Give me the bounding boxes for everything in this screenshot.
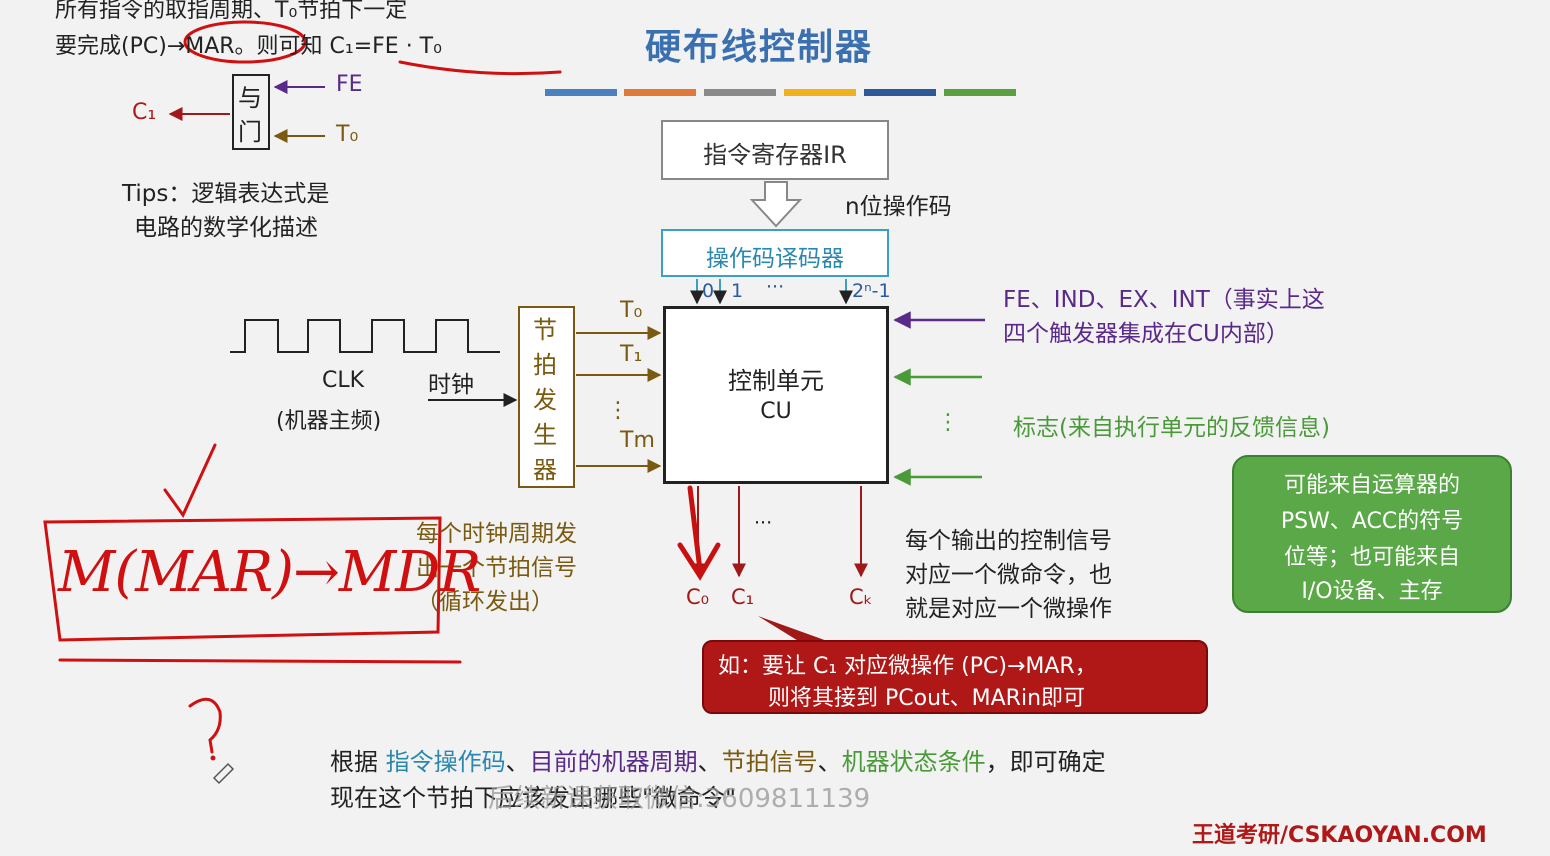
output-dots: ··· bbox=[754, 512, 773, 534]
top-note-line2: 要完成(PC)→MAR。则可知 C₁=FE · T₀ bbox=[55, 34, 442, 59]
check-mark bbox=[163, 443, 217, 518]
watermark-text: 后续新课获取微信:3609811139 bbox=[488, 784, 871, 814]
summary-line1: 根据 指令操作码、目前的机器周期、节拍信号、机器状态条件，即可确定 bbox=[330, 742, 1106, 777]
flipflop-line1: FE、IND、EX、INT（事实上这 bbox=[1003, 287, 1325, 313]
decoder-out-dots: ··· bbox=[766, 276, 785, 298]
callout-line1: 可能来自运算器的 bbox=[1283, 473, 1460, 498]
signal-note-line2: 对应一个微命令，也 bbox=[905, 562, 1112, 588]
decoder-box-label: 操作码译码器 bbox=[706, 246, 844, 272]
decoder-box: 操作码译码器 bbox=[661, 229, 889, 277]
tm-beat-label: Tm bbox=[620, 428, 655, 453]
beat-gen-char-5: 器 bbox=[533, 456, 557, 484]
ir-box-label: 指令寄存器IR bbox=[703, 141, 847, 169]
beat-vdots: ⋮ bbox=[607, 398, 629, 423]
stripe-yellow bbox=[784, 89, 856, 96]
stripe-gray bbox=[704, 89, 776, 96]
and-gate-label-top: 与 bbox=[238, 84, 262, 112]
fe-input-label: FE bbox=[336, 72, 363, 97]
clk-label: CLK bbox=[322, 368, 365, 393]
signal-note-line3: 就是对应一个微操作 bbox=[905, 596, 1112, 622]
tips-line1: Tips：逻辑表达式是 bbox=[122, 181, 330, 207]
question-dot bbox=[210, 755, 216, 761]
handwritten-formula: M(MAR)→MDR bbox=[58, 540, 481, 605]
beat-note-line1: 每个时钟周期发 bbox=[416, 521, 577, 547]
beat-gen-char-3: 发 bbox=[533, 386, 557, 414]
ir-box: 指令寄存器IR bbox=[661, 120, 889, 180]
stripe-blue bbox=[545, 89, 617, 96]
example-line2: 则将其接到 PCout、MARin即可 bbox=[768, 686, 1086, 711]
beat-note-line3: （循环发出） bbox=[416, 589, 554, 615]
formula-box-mark bbox=[43, 516, 442, 642]
summary-text-1: 根据 bbox=[330, 748, 386, 776]
ck-output-label: Cₖ bbox=[849, 585, 873, 609]
underline-mark bbox=[398, 60, 562, 76]
stripe-orange bbox=[624, 89, 696, 96]
opcode-hollow-arrow bbox=[749, 181, 803, 228]
stripe-green bbox=[944, 89, 1016, 96]
stripe-navy bbox=[864, 89, 936, 96]
and-gate-label-bottom: 门 bbox=[238, 118, 262, 146]
handwriting-marks bbox=[43, 20, 721, 664]
summary-sep-1: 、 bbox=[505, 748, 530, 776]
keyword-machine-cycle: 目前的机器周期 bbox=[529, 748, 698, 776]
top-note-line1: 所有指令的取指周期、T₀节拍下一定 bbox=[55, 0, 408, 23]
callout-line3: 位等；也可能来自 bbox=[1283, 545, 1460, 570]
title-stripes bbox=[545, 89, 1016, 96]
cu-label-line2: CU bbox=[760, 399, 792, 424]
summary-line2: 现在这个节拍下应该发出哪些"微命令" bbox=[330, 784, 737, 812]
flag-label: 标志(来自执行单元的反馈信息) bbox=[1013, 415, 1330, 441]
beat-generator-box: 节 拍 发 生 器 bbox=[518, 306, 575, 488]
beat-note-line2: 出一个节拍信号 bbox=[416, 555, 577, 581]
decoder-out-n-label: 2ⁿ-1 bbox=[852, 280, 891, 302]
c0-emphasis-mark bbox=[677, 485, 721, 581]
decoder-out-0-label: 0 bbox=[702, 280, 715, 302]
signal-note-line1: 每个输出的控制信号 bbox=[905, 528, 1112, 554]
callout-line4: I/O设备、主存 bbox=[1301, 579, 1443, 604]
flag-source-callout: 可能来自运算器的 PSW、ACC的符号 位等；也可能来自 I/O设备、主存 bbox=[1232, 455, 1512, 613]
summary-text-2: ，即可确定 bbox=[985, 748, 1106, 776]
clk-waveform bbox=[230, 319, 500, 353]
decoder-out-1-label: 1 bbox=[731, 280, 744, 302]
page-title: 硬布线控制器 bbox=[645, 27, 874, 68]
beat-gen-char-4: 生 bbox=[533, 421, 557, 449]
callout-pointer bbox=[758, 616, 830, 642]
and-gate: 与 门 bbox=[232, 74, 270, 150]
question-mark bbox=[188, 697, 222, 754]
brand-footer: 王道考研/CSKAOYAN.COM bbox=[1192, 823, 1487, 848]
keyword-beat-signal: 节拍信号 bbox=[721, 748, 818, 776]
clock-label: 时钟 bbox=[428, 372, 474, 398]
flipflop-line2: 四个触发器集成在CU内部） bbox=[1003, 321, 1289, 347]
summary-sep-2: 、 bbox=[697, 748, 722, 776]
handwritten-question: ? bbox=[196, 694, 197, 695]
flag-vdots: ⋮ bbox=[937, 410, 959, 435]
tips-line2: 电路的数学化描述 bbox=[134, 215, 318, 241]
circle-mark bbox=[183, 20, 307, 64]
opcode-label: n位操作码 bbox=[845, 194, 952, 220]
callout-line2: PSW、ACC的符号 bbox=[1280, 509, 1464, 534]
t1-beat-label: T₁ bbox=[620, 342, 643, 367]
formula-underline-mark bbox=[58, 658, 462, 664]
keyword-machine-state: 机器状态条件 bbox=[841, 748, 986, 776]
c0-output-label: C₀ bbox=[686, 585, 710, 609]
summary-sep-3: 、 bbox=[817, 748, 842, 776]
clk-sublabel: (机器主频) bbox=[276, 409, 382, 434]
beat-gen-char-1: 节 bbox=[533, 316, 557, 344]
example-callout: 如：要让 C₁ 对应微操作 (PC)→MAR， 则将其接到 PCout、MARi… bbox=[702, 640, 1208, 714]
c1-output-signal-label: C₁ bbox=[731, 585, 755, 609]
keyword-opcode: 指令操作码 bbox=[385, 748, 506, 776]
cu-label-line1: 控制单元 bbox=[728, 367, 824, 395]
t0-beat-label: T₀ bbox=[620, 298, 643, 323]
beat-gen-char-2: 拍 bbox=[533, 351, 557, 379]
example-line1: 如：要让 C₁ 对应微操作 (PC)→MAR， bbox=[718, 654, 1097, 679]
pencil-cursor-icon bbox=[212, 762, 235, 785]
control-unit-box: 控制单元 CU bbox=[663, 306, 889, 484]
t0-input-label: T₀ bbox=[336, 122, 359, 147]
c1-output-label: C₁ bbox=[132, 100, 157, 125]
